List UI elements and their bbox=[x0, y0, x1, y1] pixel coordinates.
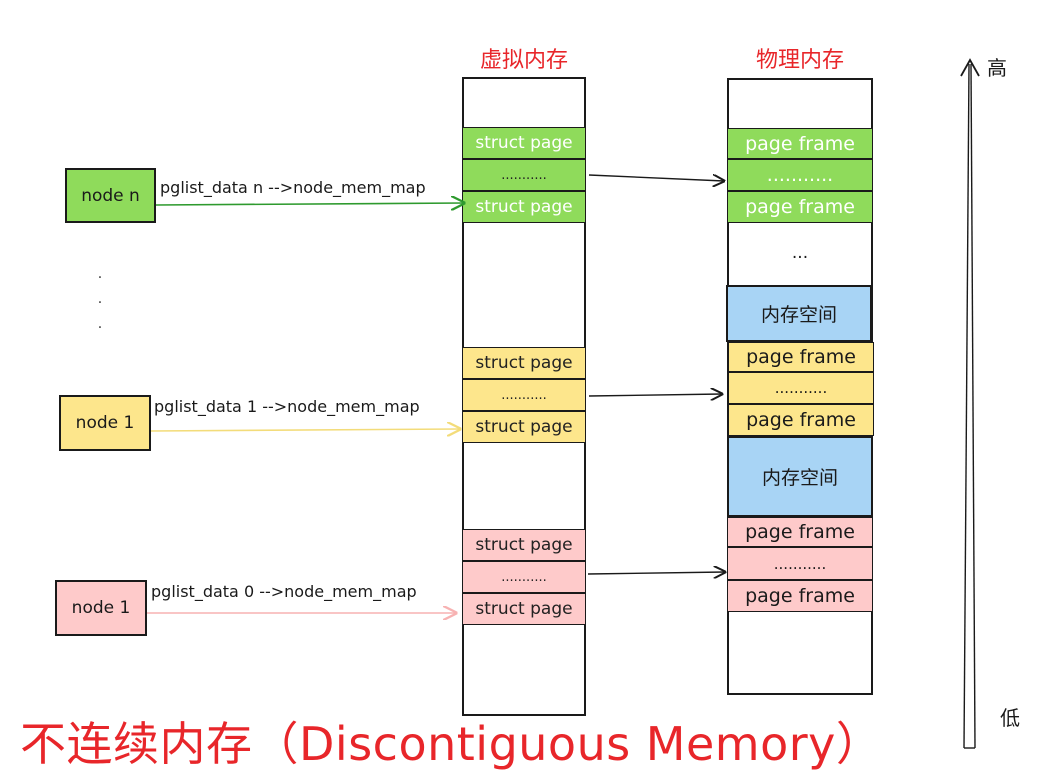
virtual-green-dots: ........... bbox=[462, 159, 586, 191]
arrow-node-n-to-virtual bbox=[155, 203, 464, 205]
physical-pink-dots: ........... bbox=[727, 547, 873, 580]
node-1-box: node 1 bbox=[59, 395, 151, 451]
node-1-pglist-label: pglist_data 1 -->node_mem_map bbox=[154, 397, 420, 416]
virtual-yellow-dots: ........... bbox=[462, 379, 586, 411]
node-ellipsis-dot-3: . bbox=[97, 316, 103, 332]
arrow-node-1-to-virtual bbox=[150, 429, 460, 431]
arrow-virtual-green-to-physical bbox=[588, 175, 724, 181]
virtual-pink-dots: ........... bbox=[462, 561, 586, 593]
virtual-green-struct-page-bottom: struct page bbox=[462, 191, 586, 223]
physical-yellow-page-frame-top: page frame bbox=[728, 342, 874, 372]
arrow-virtual-yellow-to-physical bbox=[588, 394, 722, 396]
physical-memory-title: 物理内存 bbox=[755, 48, 844, 73]
node-0-pglist-label: pglist_data 0 -->node_mem_map bbox=[151, 582, 417, 601]
node-n-pglist-label: pglist_data n -->node_mem_map bbox=[160, 178, 426, 197]
memory-space-block-2: 内存空间 bbox=[727, 436, 873, 517]
node-ellipsis-dot-1: . bbox=[97, 266, 103, 282]
physical-yellow-dots: ........... bbox=[728, 372, 874, 404]
physical-pink-page-frame-top: page frame bbox=[727, 517, 873, 547]
physical-pink-page-frame-bottom: page frame bbox=[727, 580, 873, 612]
virtual-yellow-struct-page-top: struct page bbox=[462, 347, 586, 379]
axis-high-label: 高 bbox=[987, 56, 1007, 80]
node-0-box: node 1 bbox=[55, 580, 147, 636]
node-ellipsis-dot-2: . bbox=[97, 291, 103, 307]
physical-yellow-page-frame-bottom: page frame bbox=[728, 404, 874, 436]
physical-green-page-frame-top: page frame bbox=[727, 128, 873, 159]
node-n-box: node n bbox=[65, 168, 156, 223]
physical-green-page-frame-bottom: page frame bbox=[727, 191, 873, 223]
virtual-yellow-struct-page-bottom: struct page bbox=[462, 411, 586, 443]
virtual-green-struct-page-top: struct page bbox=[462, 127, 586, 159]
virtual-memory-title: 虚拟内存 bbox=[479, 48, 568, 73]
virtual-pink-struct-page-top: struct page bbox=[462, 529, 586, 561]
diagram-caption: 不连续内存（Discontiguous Memory） bbox=[20, 717, 883, 771]
axis-low-label: 低 bbox=[1000, 706, 1020, 730]
address-axis bbox=[960, 58, 980, 749]
memory-space-block-1: 内存空间 bbox=[726, 285, 872, 342]
physical-gap-ellipsis: ... bbox=[791, 243, 809, 263]
physical-green-dots: ........... bbox=[727, 159, 873, 191]
arrow-virtual-pink-to-physical bbox=[587, 572, 725, 574]
virtual-pink-struct-page-bottom: struct page bbox=[462, 593, 586, 625]
